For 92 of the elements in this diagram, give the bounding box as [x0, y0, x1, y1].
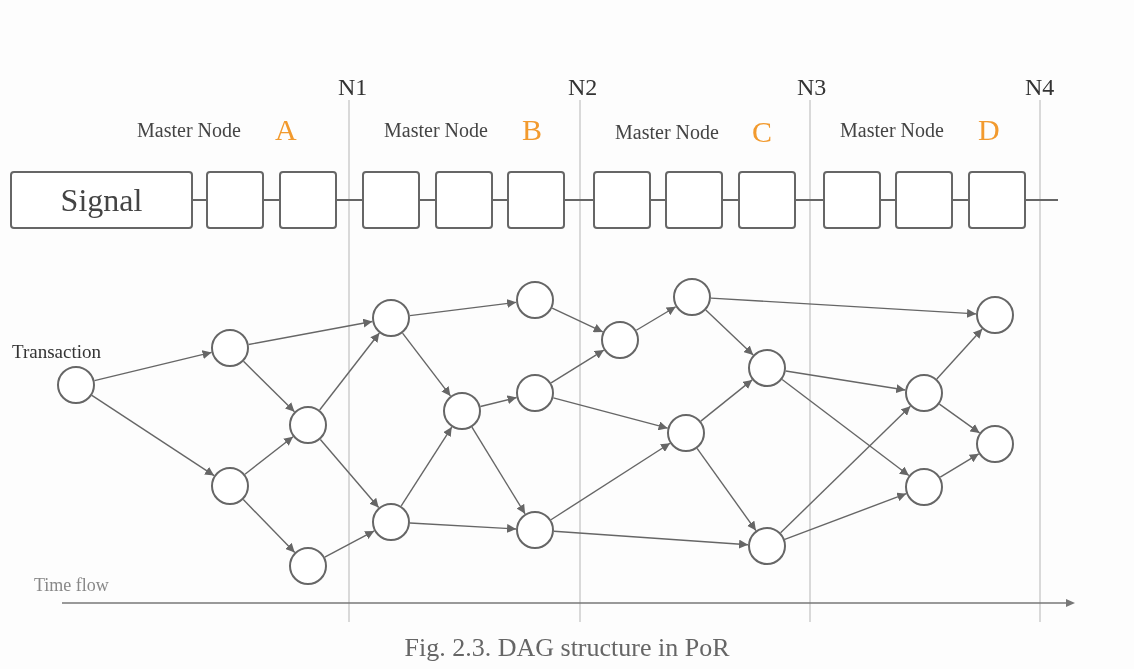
node-letter: C	[752, 117, 772, 147]
arrow	[242, 498, 296, 554]
arrow	[938, 403, 981, 434]
transaction-circle	[372, 503, 410, 541]
block-box	[823, 171, 881, 229]
block-box	[738, 171, 796, 229]
arrow	[781, 378, 910, 477]
arrow	[705, 309, 754, 356]
master-node-label: Master Node	[137, 120, 241, 140]
chain-link	[880, 199, 896, 201]
transaction-circle	[516, 374, 554, 412]
transaction-circle	[289, 547, 327, 585]
arrow	[400, 426, 453, 507]
arrow	[479, 395, 518, 408]
arrow	[401, 332, 452, 397]
arrow	[696, 447, 757, 532]
transaction-circle	[667, 414, 705, 452]
transaction-circle	[57, 366, 95, 404]
node-caption: Transaction	[12, 341, 102, 363]
arrow	[471, 426, 526, 515]
chain-link	[419, 199, 436, 201]
chain-link	[192, 199, 207, 201]
checkpoint-label: N4	[1025, 75, 1055, 99]
chain-link	[336, 199, 363, 201]
arrow	[319, 438, 380, 509]
transaction-circle	[748, 527, 786, 565]
transaction-circle	[516, 511, 554, 549]
arrow	[553, 530, 749, 549]
arrow	[552, 397, 669, 431]
signal-box	[10, 171, 193, 229]
arrow	[93, 350, 213, 382]
arrow	[936, 328, 983, 380]
transaction-circle	[976, 425, 1014, 463]
transaction-circle	[289, 406, 327, 444]
block-box	[968, 171, 1026, 229]
checkpoint-label: N2	[568, 75, 598, 99]
block-box	[895, 171, 953, 229]
node-letter: B	[522, 115, 542, 145]
arrow	[550, 349, 605, 384]
arrow	[409, 522, 517, 533]
transaction-circle	[905, 468, 943, 506]
chain-link	[650, 199, 666, 201]
arrow	[248, 318, 373, 346]
node-letter: A	[275, 115, 297, 145]
block-box	[206, 171, 264, 229]
arrow	[318, 332, 381, 411]
transaction-circle	[905, 374, 943, 412]
chain-link	[1025, 199, 1059, 201]
chain-link	[795, 199, 824, 201]
transaction-circle	[211, 329, 249, 367]
arrow	[91, 394, 215, 477]
arrow	[324, 530, 375, 558]
block-box	[435, 171, 493, 229]
transaction-circle	[211, 467, 249, 505]
transaction-circle	[601, 321, 639, 359]
transaction-circle	[673, 278, 711, 316]
transaction-circle	[976, 296, 1014, 334]
master-node-label: Master Node	[615, 122, 719, 142]
arrow	[409, 299, 517, 317]
axis-label: Time flow	[34, 576, 109, 594]
block-box	[279, 171, 337, 229]
transaction-circle	[748, 349, 786, 387]
transaction-circle	[516, 281, 554, 319]
master-node-label: Master Node	[840, 120, 944, 140]
arrow	[939, 453, 980, 478]
arrow	[551, 307, 604, 333]
arrow	[700, 379, 753, 422]
chain-link	[564, 199, 594, 201]
chain-link	[722, 199, 739, 201]
node-label: Signal	[60, 181, 143, 219]
arrow	[779, 405, 912, 534]
figure-caption: Fig. 2.3. DAG structure in PoR	[403, 633, 731, 663]
chain-link	[492, 199, 508, 201]
checkpoint-label: N1	[338, 75, 368, 99]
chain-link	[952, 199, 969, 201]
arrow	[635, 306, 677, 331]
chain-link	[263, 199, 280, 201]
arrow	[242, 360, 296, 413]
arrow	[710, 297, 977, 318]
block-box	[362, 171, 420, 229]
block-box	[593, 171, 651, 229]
arrow	[244, 436, 294, 475]
block-box	[665, 171, 723, 229]
arrow	[550, 442, 671, 521]
block-box	[507, 171, 565, 229]
transaction-circle	[372, 299, 410, 337]
transaction-circle	[443, 392, 481, 430]
checkpoint-label: N3	[797, 75, 827, 99]
node-letter: D	[978, 115, 1000, 145]
master-node-label: Master Node	[384, 120, 488, 140]
arrow	[784, 492, 907, 541]
arrow	[785, 370, 906, 394]
